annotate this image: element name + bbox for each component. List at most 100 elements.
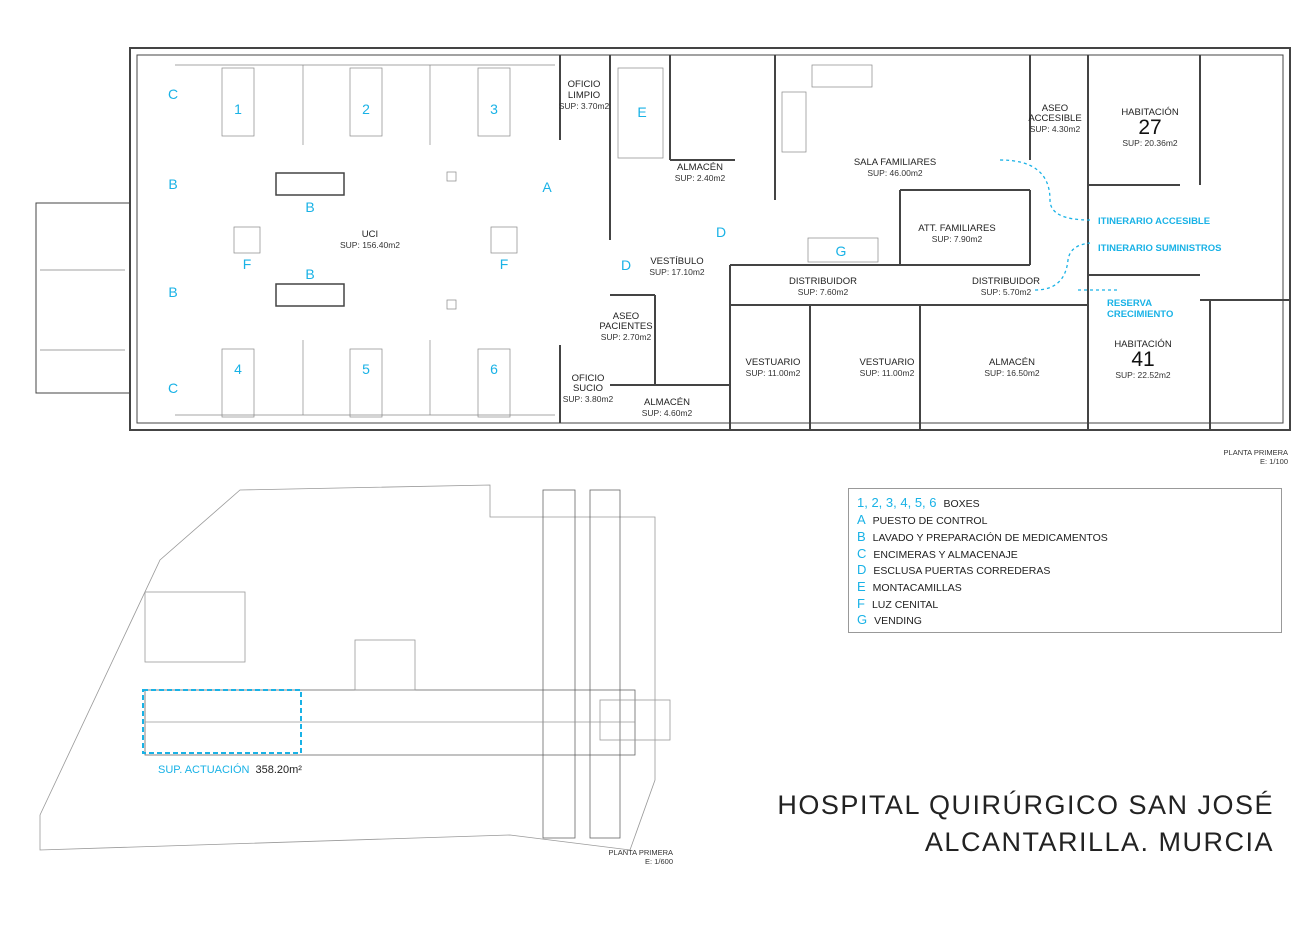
- uci-boxes: [175, 64, 879, 418]
- route-arrows: [999, 159, 1120, 291]
- legend-text: ESCLUSA PUERTAS CORREDERAS: [873, 565, 1051, 577]
- room-name: ATT. FAMILIARES: [918, 223, 996, 234]
- box-marker: 6: [490, 361, 498, 377]
- key-marker: B: [305, 266, 315, 282]
- key-marker: C: [167, 86, 179, 102]
- key-marker: A: [542, 179, 552, 195]
- room-area: SUP: 2.40m2: [674, 173, 726, 183]
- legend-item: F LUZ CENITAL: [857, 596, 938, 611]
- legend-key: 1, 2, 3, 4, 5, 6: [857, 495, 937, 510]
- room-area: SUP: 20.36m2: [1122, 138, 1178, 148]
- room-name: UCI: [361, 229, 379, 240]
- room-name: HABITACIÓN: [1114, 339, 1172, 350]
- room-name: DISTRIBUIDOR: [788, 276, 858, 287]
- box-marker: 5: [362, 361, 370, 377]
- room-area: SUP: 156.40m2: [339, 240, 401, 250]
- room-name: OFICIO LIMPIO: [567, 79, 601, 101]
- legend-item: C ENCIMERAS Y ALMACENAJE: [857, 546, 1018, 561]
- room-area: SUP: 2.70m2: [600, 332, 652, 342]
- legend-key: F: [857, 596, 865, 611]
- legend-text: LAVADO Y PREPARACIÓN DE MEDICAMENTOS: [872, 532, 1108, 544]
- room-name: OFICIO SUCIO: [571, 373, 605, 394]
- room-area: SUP: 22.52m2: [1115, 370, 1171, 380]
- room-area: SUP: 7.60m2: [797, 287, 849, 297]
- key-marker: B: [305, 199, 315, 215]
- room-area: SUP: 11.00m2: [745, 368, 801, 378]
- project-title: HOSPITAL QUIRÚRGICO SAN JOSÉ: [777, 790, 1274, 820]
- box-marker: 4: [234, 361, 242, 377]
- legend-item: G VENDING: [857, 612, 922, 627]
- legend-item: A PUESTO DE CONTROL: [857, 512, 987, 527]
- room-area: SUP: 5.70m2: [980, 287, 1032, 297]
- actuacion-area: [142, 689, 302, 754]
- room-name: DISTRIBUIDOR: [971, 276, 1041, 287]
- actuacion-value: 358.20m²: [255, 764, 302, 776]
- key-marker: G: [835, 243, 847, 259]
- room-name: HABITACIÓN: [1121, 107, 1179, 118]
- route-label-accesible: ITINERARIO ACCESIBLE: [1098, 216, 1211, 227]
- room-area: SUP: 4.30m2: [1029, 124, 1081, 134]
- room-name: ASEO PACIENTES: [599, 311, 653, 332]
- key-marker: F: [499, 256, 509, 272]
- key-marker: B: [168, 284, 178, 300]
- key-marker: F: [242, 256, 252, 272]
- room-number: 27: [1138, 116, 1162, 139]
- key-marker: C: [167, 380, 179, 396]
- room-name: VESTUARIO: [745, 357, 801, 368]
- room-name: VESTÍBULO: [650, 256, 704, 267]
- scale-value: E: 1/600: [645, 857, 673, 866]
- legend-key: D: [857, 562, 867, 577]
- key-marker: E: [637, 104, 647, 120]
- key-marker: D: [620, 257, 632, 273]
- room-name: VESTUARIO: [859, 357, 915, 368]
- room-number: 41: [1131, 348, 1155, 371]
- room-area: SUP: 3.80m2: [562, 394, 614, 404]
- legend-key: A: [857, 512, 866, 527]
- route-label-reserva: RESERVA CRECIMIENTO: [1107, 298, 1174, 320]
- key-marker: D: [715, 224, 727, 240]
- legend-text: MONTACAMILLAS: [872, 582, 962, 594]
- site-plan: [39, 484, 671, 851]
- legend-text: PUESTO DE CONTROL: [872, 515, 988, 527]
- legend-text: VENDING: [874, 615, 922, 627]
- scale-value: E: 1/100: [1260, 457, 1288, 466]
- legend-key: E: [857, 579, 866, 594]
- box-marker: 3: [490, 101, 498, 117]
- room-name: ALMACÉN: [677, 162, 723, 173]
- route-label-suministros: ITINERARIO SUMINISTROS: [1098, 243, 1222, 254]
- room-area: SUP: 16.50m2: [984, 368, 1040, 378]
- room-area: SUP: 3.70m2: [558, 101, 610, 111]
- room-name: ASEO ACCESIBLE: [1028, 103, 1082, 124]
- legend-item: D ESCLUSA PUERTAS CORREDERAS: [857, 562, 1050, 577]
- legend-text: ENCIMERAS Y ALMACENAJE: [873, 549, 1018, 561]
- room-name: ALMACÉN: [989, 357, 1035, 368]
- legend-text: LUZ CENITAL: [871, 599, 939, 611]
- key-marker: B: [168, 176, 178, 192]
- main-plan-walls: [35, 47, 1291, 431]
- legend-key: C: [857, 546, 867, 561]
- legend-key: G: [857, 612, 868, 627]
- box-marker: 2: [362, 101, 370, 117]
- project-location: ALCANTARILLA. MURCIA: [924, 827, 1274, 857]
- scale-label: PLANTA PRIMERA: [1223, 448, 1288, 457]
